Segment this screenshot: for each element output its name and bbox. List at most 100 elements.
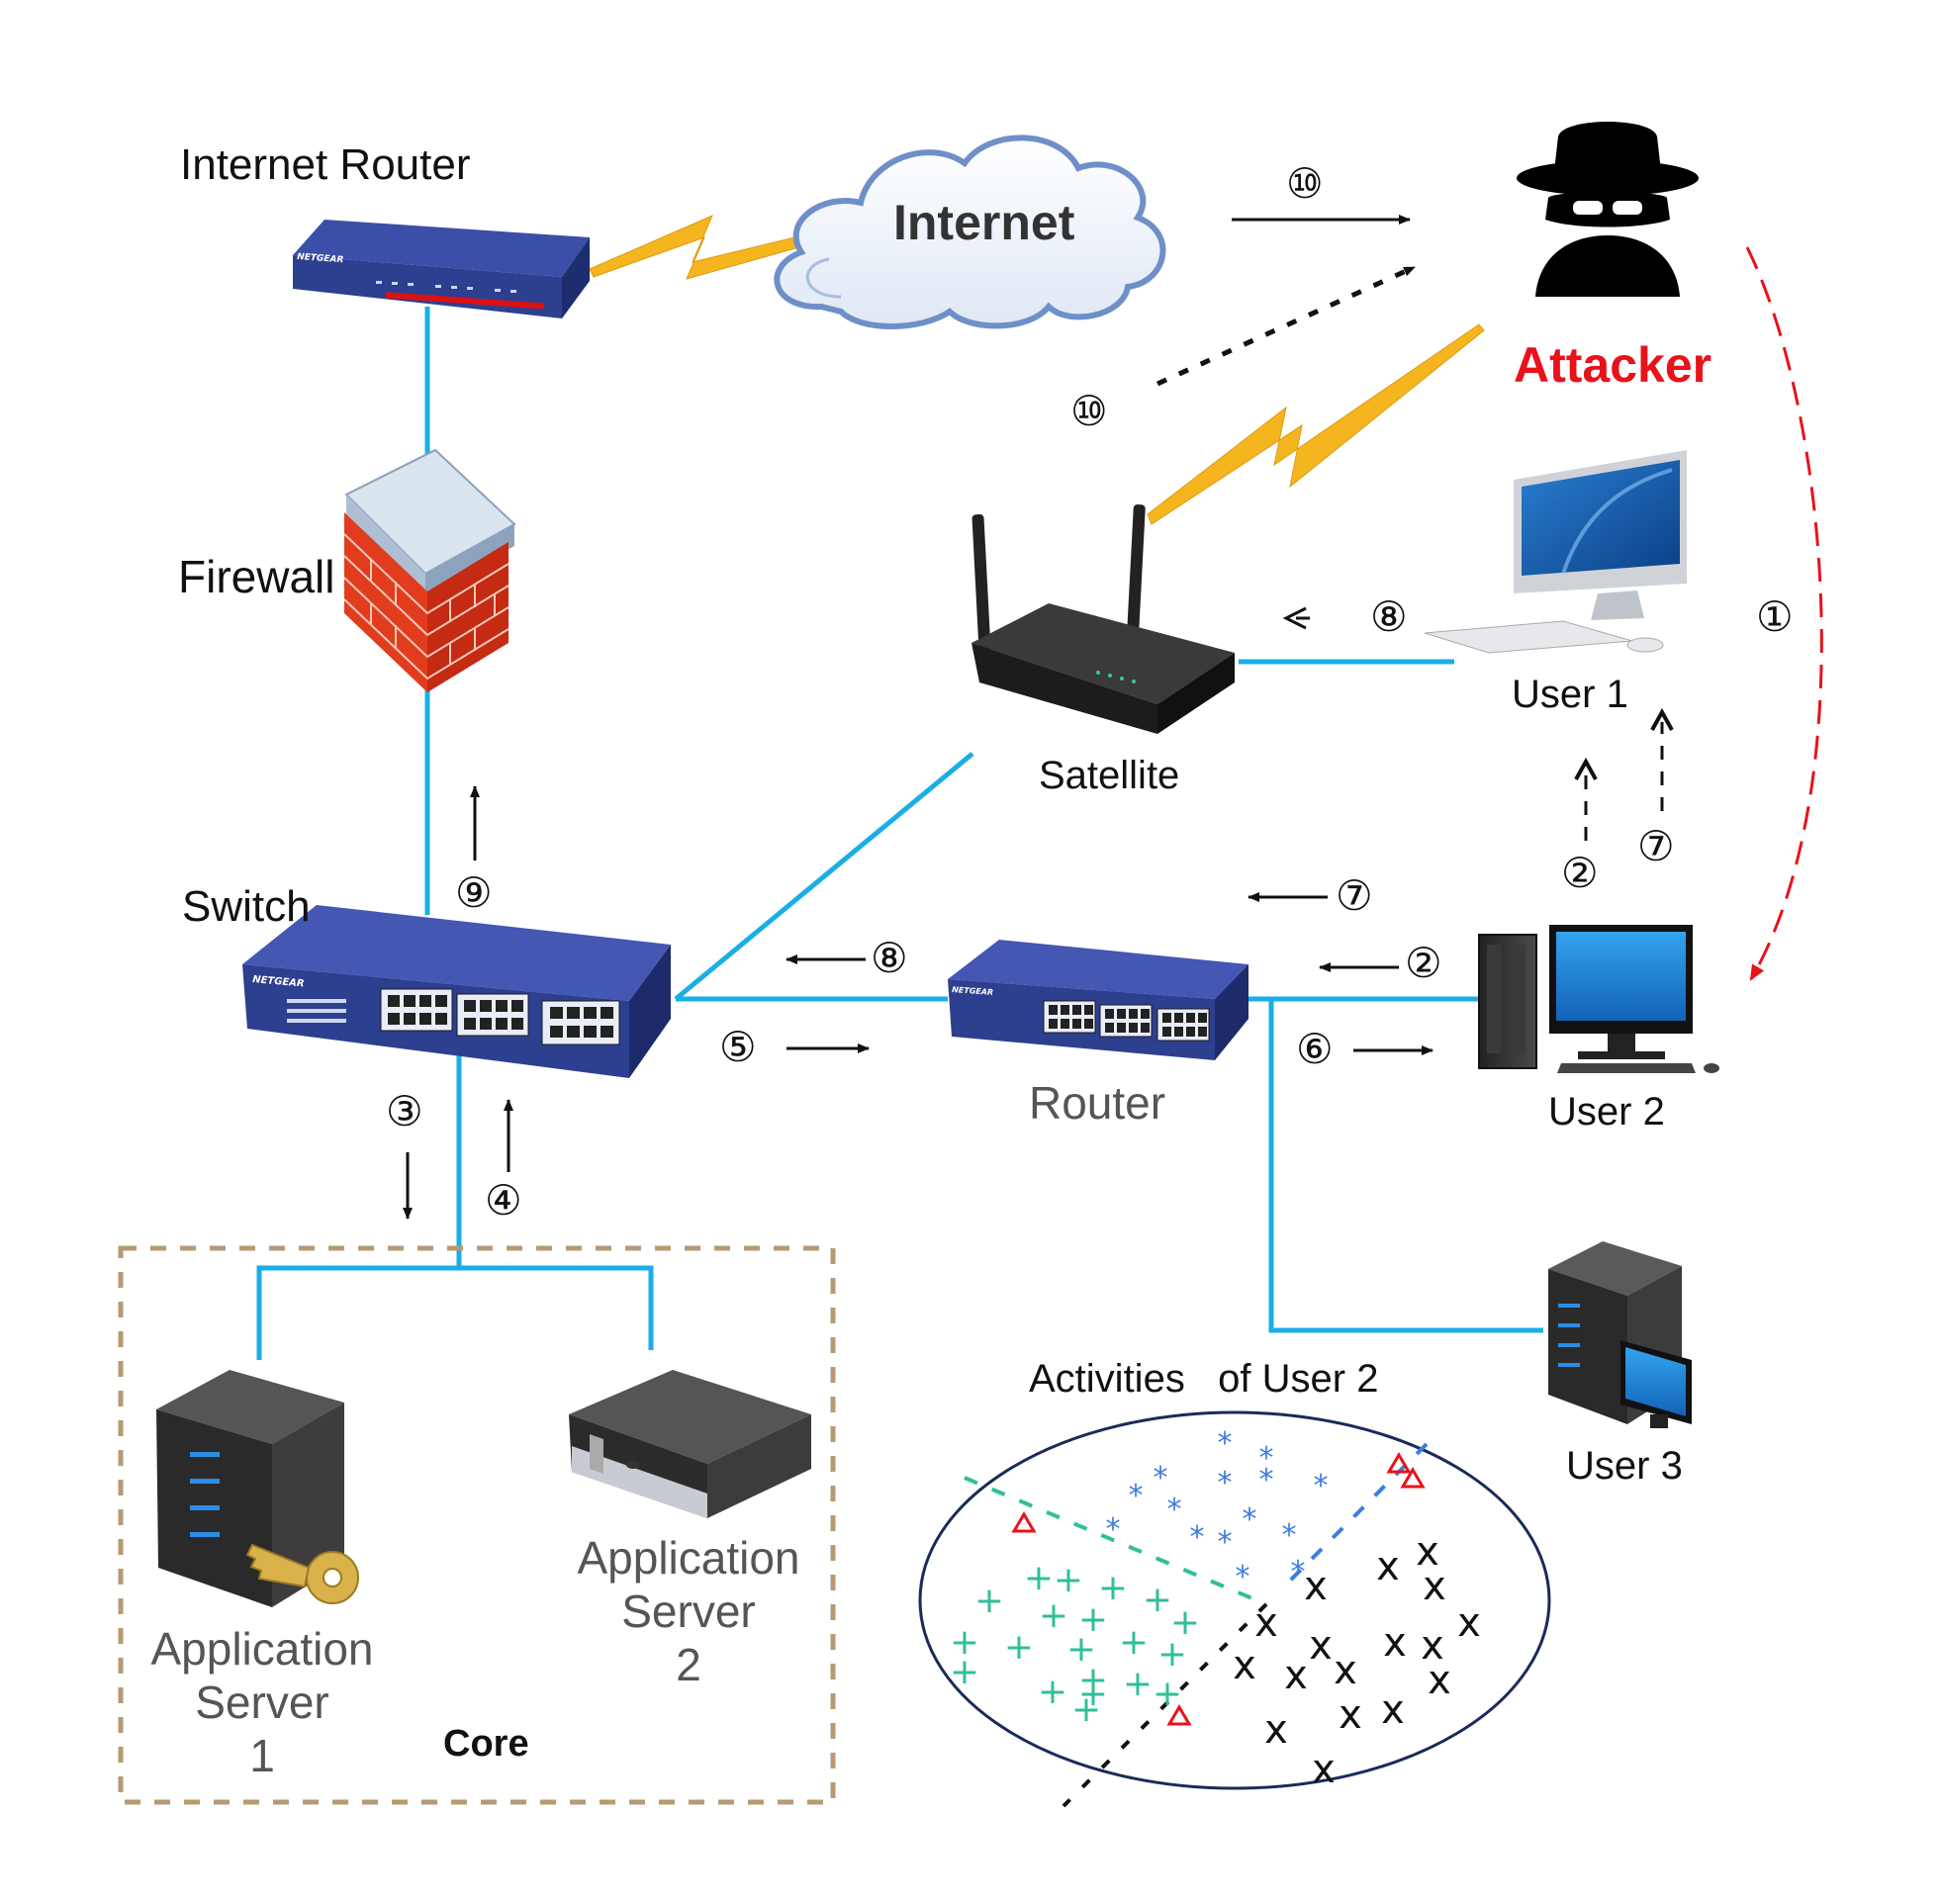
scatter-x-mark: x <box>1312 1747 1336 1792</box>
scatter-plus-mark: + <box>1071 1689 1101 1730</box>
scatter-star-mark: * <box>1129 1479 1144 1513</box>
scatter-star-mark: * <box>1167 1493 1182 1527</box>
scatter-plus-mark: + <box>1170 1602 1200 1643</box>
scatter-x-mark: x <box>1421 1623 1444 1669</box>
step-8-marker-switch: ⑧ <box>871 934 908 982</box>
step-9-marker: ⑨ <box>455 868 493 917</box>
scatter-x-mark: x <box>1416 1529 1439 1575</box>
scatter-star-mark: * <box>1218 1525 1233 1560</box>
step-5-marker: ⑤ <box>719 1023 757 1071</box>
scatter-triangle-mark <box>1400 1467 1426 1489</box>
scatter-x-mark: x <box>1457 1600 1481 1646</box>
firewall-icon <box>343 448 516 692</box>
step-6-marker: ⑥ <box>1296 1025 1334 1073</box>
scatter-triangle-mark <box>1011 1511 1037 1533</box>
scatter-star-mark: * <box>1236 1560 1250 1594</box>
step-10-marker-top: ⑩ <box>1286 159 1324 208</box>
user3-server-icon <box>1548 1241 1692 1428</box>
cluster-boundaries <box>964 1442 1429 1808</box>
scatter-x-mark: x <box>1304 1564 1328 1609</box>
activities-ellipse <box>918 1410 1551 1790</box>
scatter-x-mark: x <box>1264 1707 1288 1753</box>
scatter-star-mark: * <box>1106 1512 1121 1547</box>
flow-arrows <box>403 215 1674 1220</box>
scatter-plus-mark: + <box>974 1581 1004 1621</box>
scatter-triangle-mark <box>1166 1704 1192 1726</box>
scatter-star-mark: * <box>1259 1463 1274 1497</box>
switch-device: NETGEAR <box>242 905 671 1078</box>
scatter-star-mark: * <box>1154 1461 1168 1496</box>
scatter-plus-mark: + <box>1123 1664 1153 1704</box>
scatter-star-mark: * <box>1259 1441 1274 1476</box>
user2-computer-icon <box>1478 925 1719 1073</box>
link-router-user3 <box>1268 999 1543 1333</box>
scatter-plus-mark: + <box>950 1652 979 1692</box>
scatter-plus-mark: + <box>1098 1568 1128 1608</box>
scatter-x-mark: x <box>1381 1687 1405 1733</box>
scatter-plus-mark: + <box>1119 1622 1149 1663</box>
scatter-plus-mark: + <box>1038 1672 1067 1712</box>
scatter-plus-mark: + <box>1157 1634 1187 1675</box>
app-server-1-icon <box>156 1370 359 1607</box>
scatter-x-mark: x <box>1339 1692 1362 1738</box>
scatter-x-mark: x <box>1383 1620 1407 1666</box>
step-2-marker-user1: ② <box>1561 849 1599 897</box>
app-server-1-label: Application Server 1 <box>143 1622 381 1782</box>
scatter-x-mark: x <box>1428 1658 1451 1703</box>
scatter-plus-mark: + <box>1078 1674 1108 1714</box>
scatter-plus-mark: + <box>1054 1560 1083 1600</box>
scatter-star-mark: * <box>1190 1520 1205 1555</box>
scatter-plus-mark: + <box>1153 1674 1182 1714</box>
user1-computer-icon <box>1424 450 1687 654</box>
router-small-brand-text: NETGEAR <box>952 985 994 997</box>
scatter-plus-mark: + <box>1078 1660 1108 1700</box>
scatter-plus-mark: + <box>1004 1627 1034 1668</box>
internet-router-device: NETGEAR <box>293 220 590 318</box>
router-device: NETGEAR <box>948 940 1248 1060</box>
satellite-label: Satellite <box>1039 754 1180 797</box>
scatter-x-mark: x <box>1376 1544 1400 1589</box>
step-1-marker: ① <box>1756 592 1794 641</box>
scatter-star-mark: * <box>1291 1555 1306 1589</box>
user2-label: User 2 <box>1548 1090 1665 1133</box>
internet-cloud-icon <box>774 135 1166 329</box>
activities-label: Activities of User 2 <box>1029 1357 1379 1401</box>
step-4-marker: ④ <box>485 1176 522 1224</box>
router-brand-text: NETGEAR <box>297 252 344 265</box>
scatter-plus-mark: + <box>1078 1599 1108 1640</box>
scatter-plus-mark: + <box>1039 1595 1068 1636</box>
satellite-router-icon <box>971 503 1235 734</box>
scatter-star-mark: * <box>1218 1426 1233 1461</box>
step-3-marker: ③ <box>386 1087 423 1135</box>
network-links <box>256 307 1543 1360</box>
step-10-marker-bottom: ⑩ <box>1070 387 1108 435</box>
internet-router-label: Internet Router <box>180 140 471 189</box>
arrow-s10-dotted <box>1156 264 1417 387</box>
firewall-label: Firewall <box>178 551 335 602</box>
user3-label: User 3 <box>1566 1444 1683 1488</box>
app-server-1-line-1: Application <box>150 1623 374 1675</box>
scatter-plus-mark: + <box>1024 1558 1054 1598</box>
core-label: Core <box>443 1723 529 1765</box>
app-server-2-icon <box>569 1370 811 1518</box>
scatter-x-mark: x <box>1284 1653 1308 1698</box>
router-label: Router <box>1029 1077 1166 1129</box>
switch-label: Switch <box>182 882 311 931</box>
scatter-star-mark: * <box>1314 1469 1329 1503</box>
lightning-satellite-attacker <box>1147 323 1485 525</box>
attacker-icon <box>1517 122 1699 297</box>
scatter-x-mark: x <box>1423 1564 1446 1609</box>
step-7-marker-user1: ⑦ <box>1637 822 1675 870</box>
scatter-star-mark: * <box>1243 1502 1257 1537</box>
step-2-marker-router: ② <box>1405 939 1442 987</box>
link-core-servers <box>256 1265 654 1360</box>
scatter-triangle-mark <box>1386 1452 1412 1474</box>
attacker-label: Attacker <box>1514 337 1712 393</box>
key-icon <box>245 1543 359 1604</box>
scatter-x-mark: x <box>1309 1623 1333 1669</box>
scatter-x-mark: x <box>1254 1600 1278 1646</box>
link-switch-satellite <box>674 752 974 1001</box>
